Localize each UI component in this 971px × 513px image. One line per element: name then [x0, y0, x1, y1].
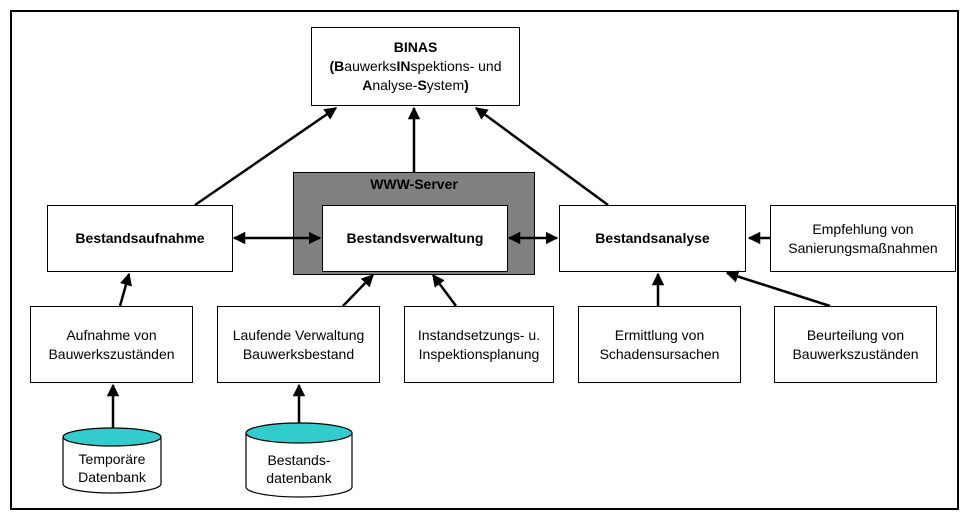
temporaer-database-icon [62, 427, 162, 494]
bestand-database-label: Bestands-datenbank [266, 452, 332, 486]
arrow-laufende-verwaltung [342, 274, 374, 307]
instandsetzung-box: Instandsetzungs- u.Inspektionsplanung [404, 306, 554, 383]
binas-title: BINAS [393, 39, 438, 55]
arrow-analyse-binas [474, 106, 609, 207]
bestandsanalyse-box: Bestandsanalyse [559, 205, 746, 272]
www-server-label: WWW-Server [370, 176, 458, 192]
bestandsverwaltung-box: Bestandsverwaltung [322, 205, 508, 272]
arrow-instand-verwaltung [431, 273, 458, 307]
arrow-aufnahme-binas [194, 106, 338, 207]
arrow-beurteilung-analyse [725, 270, 831, 308]
binas-box: BINAS (BauwerksINspektions- und Analyse-… [311, 27, 520, 106]
bestand-database-icon [245, 422, 353, 498]
bestandsaufnahme-box: Bestandsaufnahme [47, 205, 233, 272]
binas-line-2: (BauwerksINspektions- und [329, 58, 502, 74]
arrow-aufnahmezust-aufnahme [118, 272, 132, 307]
binas-line-3: Analyse-System) [362, 77, 469, 93]
